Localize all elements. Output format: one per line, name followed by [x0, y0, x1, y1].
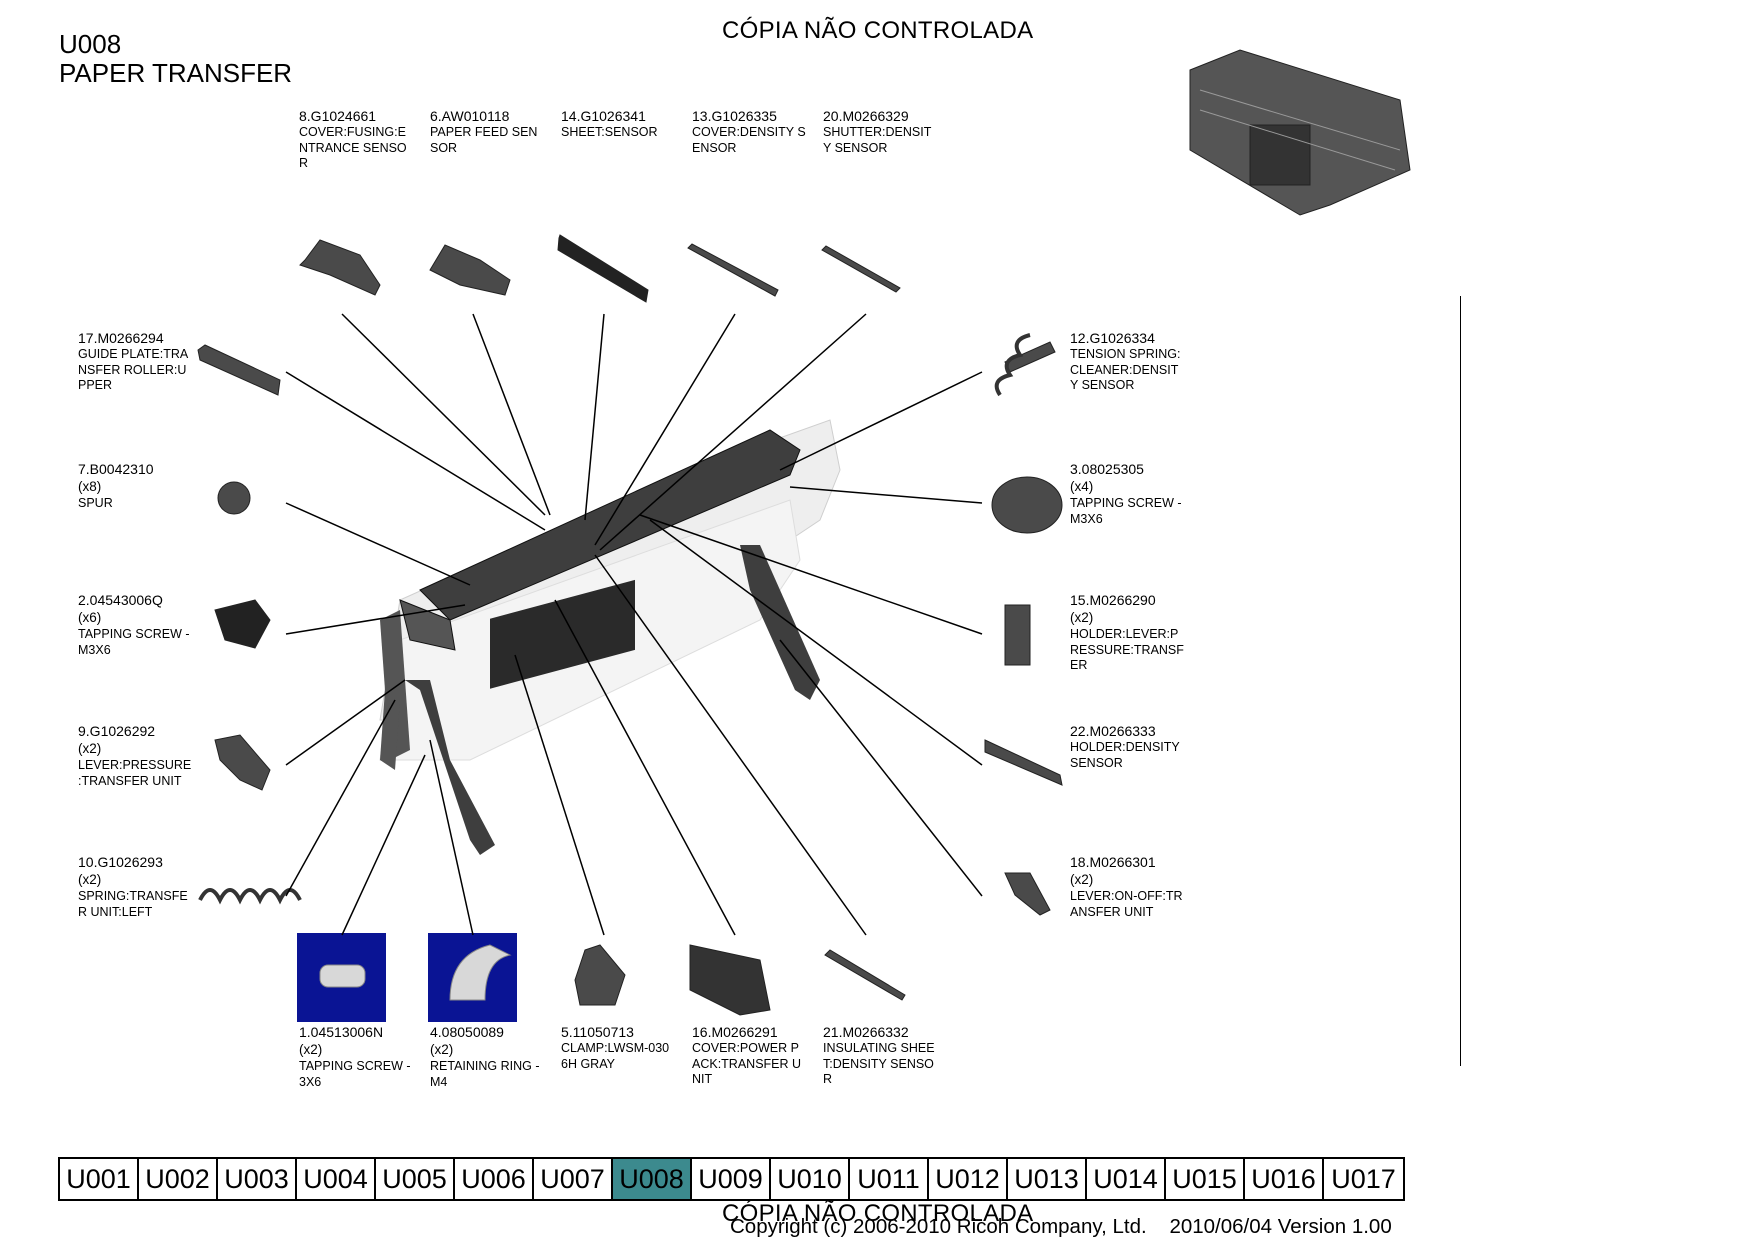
nav-tab-u013[interactable]: U013 — [1008, 1159, 1087, 1199]
nav-tab-u012[interactable]: U012 — [929, 1159, 1008, 1199]
page-title: PAPER TRANSFER — [59, 58, 293, 88]
nav-tab-u001[interactable]: U001 — [60, 1159, 139, 1199]
nav-tab-u006[interactable]: U006 — [455, 1159, 534, 1199]
part-label-1[interactable]: 1.04513006N (x2) TAPPING SCREW - 3X6 — [299, 1024, 411, 1089]
part-label-5[interactable]: 5.11050713 CLAMP:LWSM-030 6H GRAY — [561, 1024, 670, 1071]
part-label-15[interactable]: 15.M0266290 (x2) HOLDER:LEVER:P RESSURE:… — [1070, 592, 1184, 672]
nav-tab-u009[interactable]: U009 — [692, 1159, 771, 1199]
nav-tab-u011[interactable]: U011 — [850, 1159, 929, 1199]
main-assembly — [379, 419, 841, 855]
section-nav: U001 U002 U003 U004 U005 U006 U007 U008 … — [58, 1157, 1405, 1201]
part-label-7[interactable]: 7.B0042310 (x8) SPUR — [78, 461, 154, 510]
part-label-21[interactable]: 21.M0266332 INSULATING SHEE T:DENSITY SE… — [823, 1024, 935, 1086]
overview-thumbnail — [1189, 49, 1411, 216]
part-label-17[interactable]: 17.M0266294 GUIDE PLATE:TRA NSFER ROLLER… — [78, 330, 189, 392]
part-icons — [197, 234, 1063, 1016]
part-label-9[interactable]: 9.G1026292 (x2) LEVER:PRESSURE :TRANSFER… — [78, 723, 192, 788]
nav-tab-u007[interactable]: U007 — [534, 1159, 613, 1199]
part-label-10[interactable]: 10.G1026293 (x2) SPRING:TRANSFE R UNIT:L… — [78, 854, 188, 919]
nav-tab-u015[interactable]: U015 — [1166, 1159, 1245, 1199]
part-label-4[interactable]: 4.08050089 (x2) RETAINING RING - M4 — [430, 1024, 540, 1089]
nav-tab-u014[interactable]: U014 — [1087, 1159, 1166, 1199]
part-label-6[interactable]: 6.AW010118 PAPER FEED SEN SOR — [430, 108, 538, 155]
nav-tab-u010[interactable]: U010 — [771, 1159, 850, 1199]
part-label-12[interactable]: 12.G1026334 TENSION SPRING: CLEANER:DENS… — [1070, 330, 1181, 392]
part-label-20[interactable]: 20.M0266329 SHUTTER:DENSIT Y SENSOR — [823, 108, 932, 155]
part-label-13[interactable]: 13.G1026335 COVER:DENSITY S ENSOR — [692, 108, 806, 155]
part-label-8[interactable]: 8.G1024661 COVER:FUSING:E NTRANCE SENSO … — [299, 108, 407, 170]
watermark-bottom: CÓPIA NÃO CONTROLADA — [722, 1200, 1034, 1227]
nav-tab-u002[interactable]: U002 — [139, 1159, 218, 1199]
page-code: U008 — [59, 29, 122, 59]
part-label-22[interactable]: 22.M0266333 HOLDER:DENSITY SENSOR — [1070, 723, 1180, 770]
leader-lines — [285, 313, 983, 936]
nav-tab-u004[interactable]: U004 — [297, 1159, 376, 1199]
nav-tab-u008[interactable]: U008 — [613, 1159, 692, 1199]
part-label-3[interactable]: 3.08025305 (x4) TAPPING SCREW - M3X6 — [1070, 461, 1182, 526]
part-label-16[interactable]: 16.M0266291 COVER:POWER P ACK:TRANSFER U… — [692, 1024, 802, 1086]
divider-line — [1460, 296, 1461, 1066]
nav-tab-u017[interactable]: U017 — [1331, 1164, 1396, 1194]
part-label-18[interactable]: 18.M0266301 (x2) LEVER:ON-OFF:TR ANSFER … — [1070, 854, 1183, 919]
nav-tab-u005[interactable]: U005 — [376, 1159, 455, 1199]
part-label-2[interactable]: 2.04543006Q (x6) TAPPING SCREW - M3X6 — [78, 592, 190, 657]
copyright-notice: Copyright (c) 2006-2010 Ricoh Company, L… — [730, 1215, 1392, 1238]
nav-tab-u003[interactable]: U003 — [218, 1159, 297, 1199]
watermark-top: CÓPIA NÃO CONTROLADA — [722, 17, 1034, 44]
part-label-14[interactable]: 14.G1026341 SHEET:SENSOR — [561, 108, 658, 139]
nav-tab-u016[interactable]: U016 — [1245, 1159, 1324, 1199]
